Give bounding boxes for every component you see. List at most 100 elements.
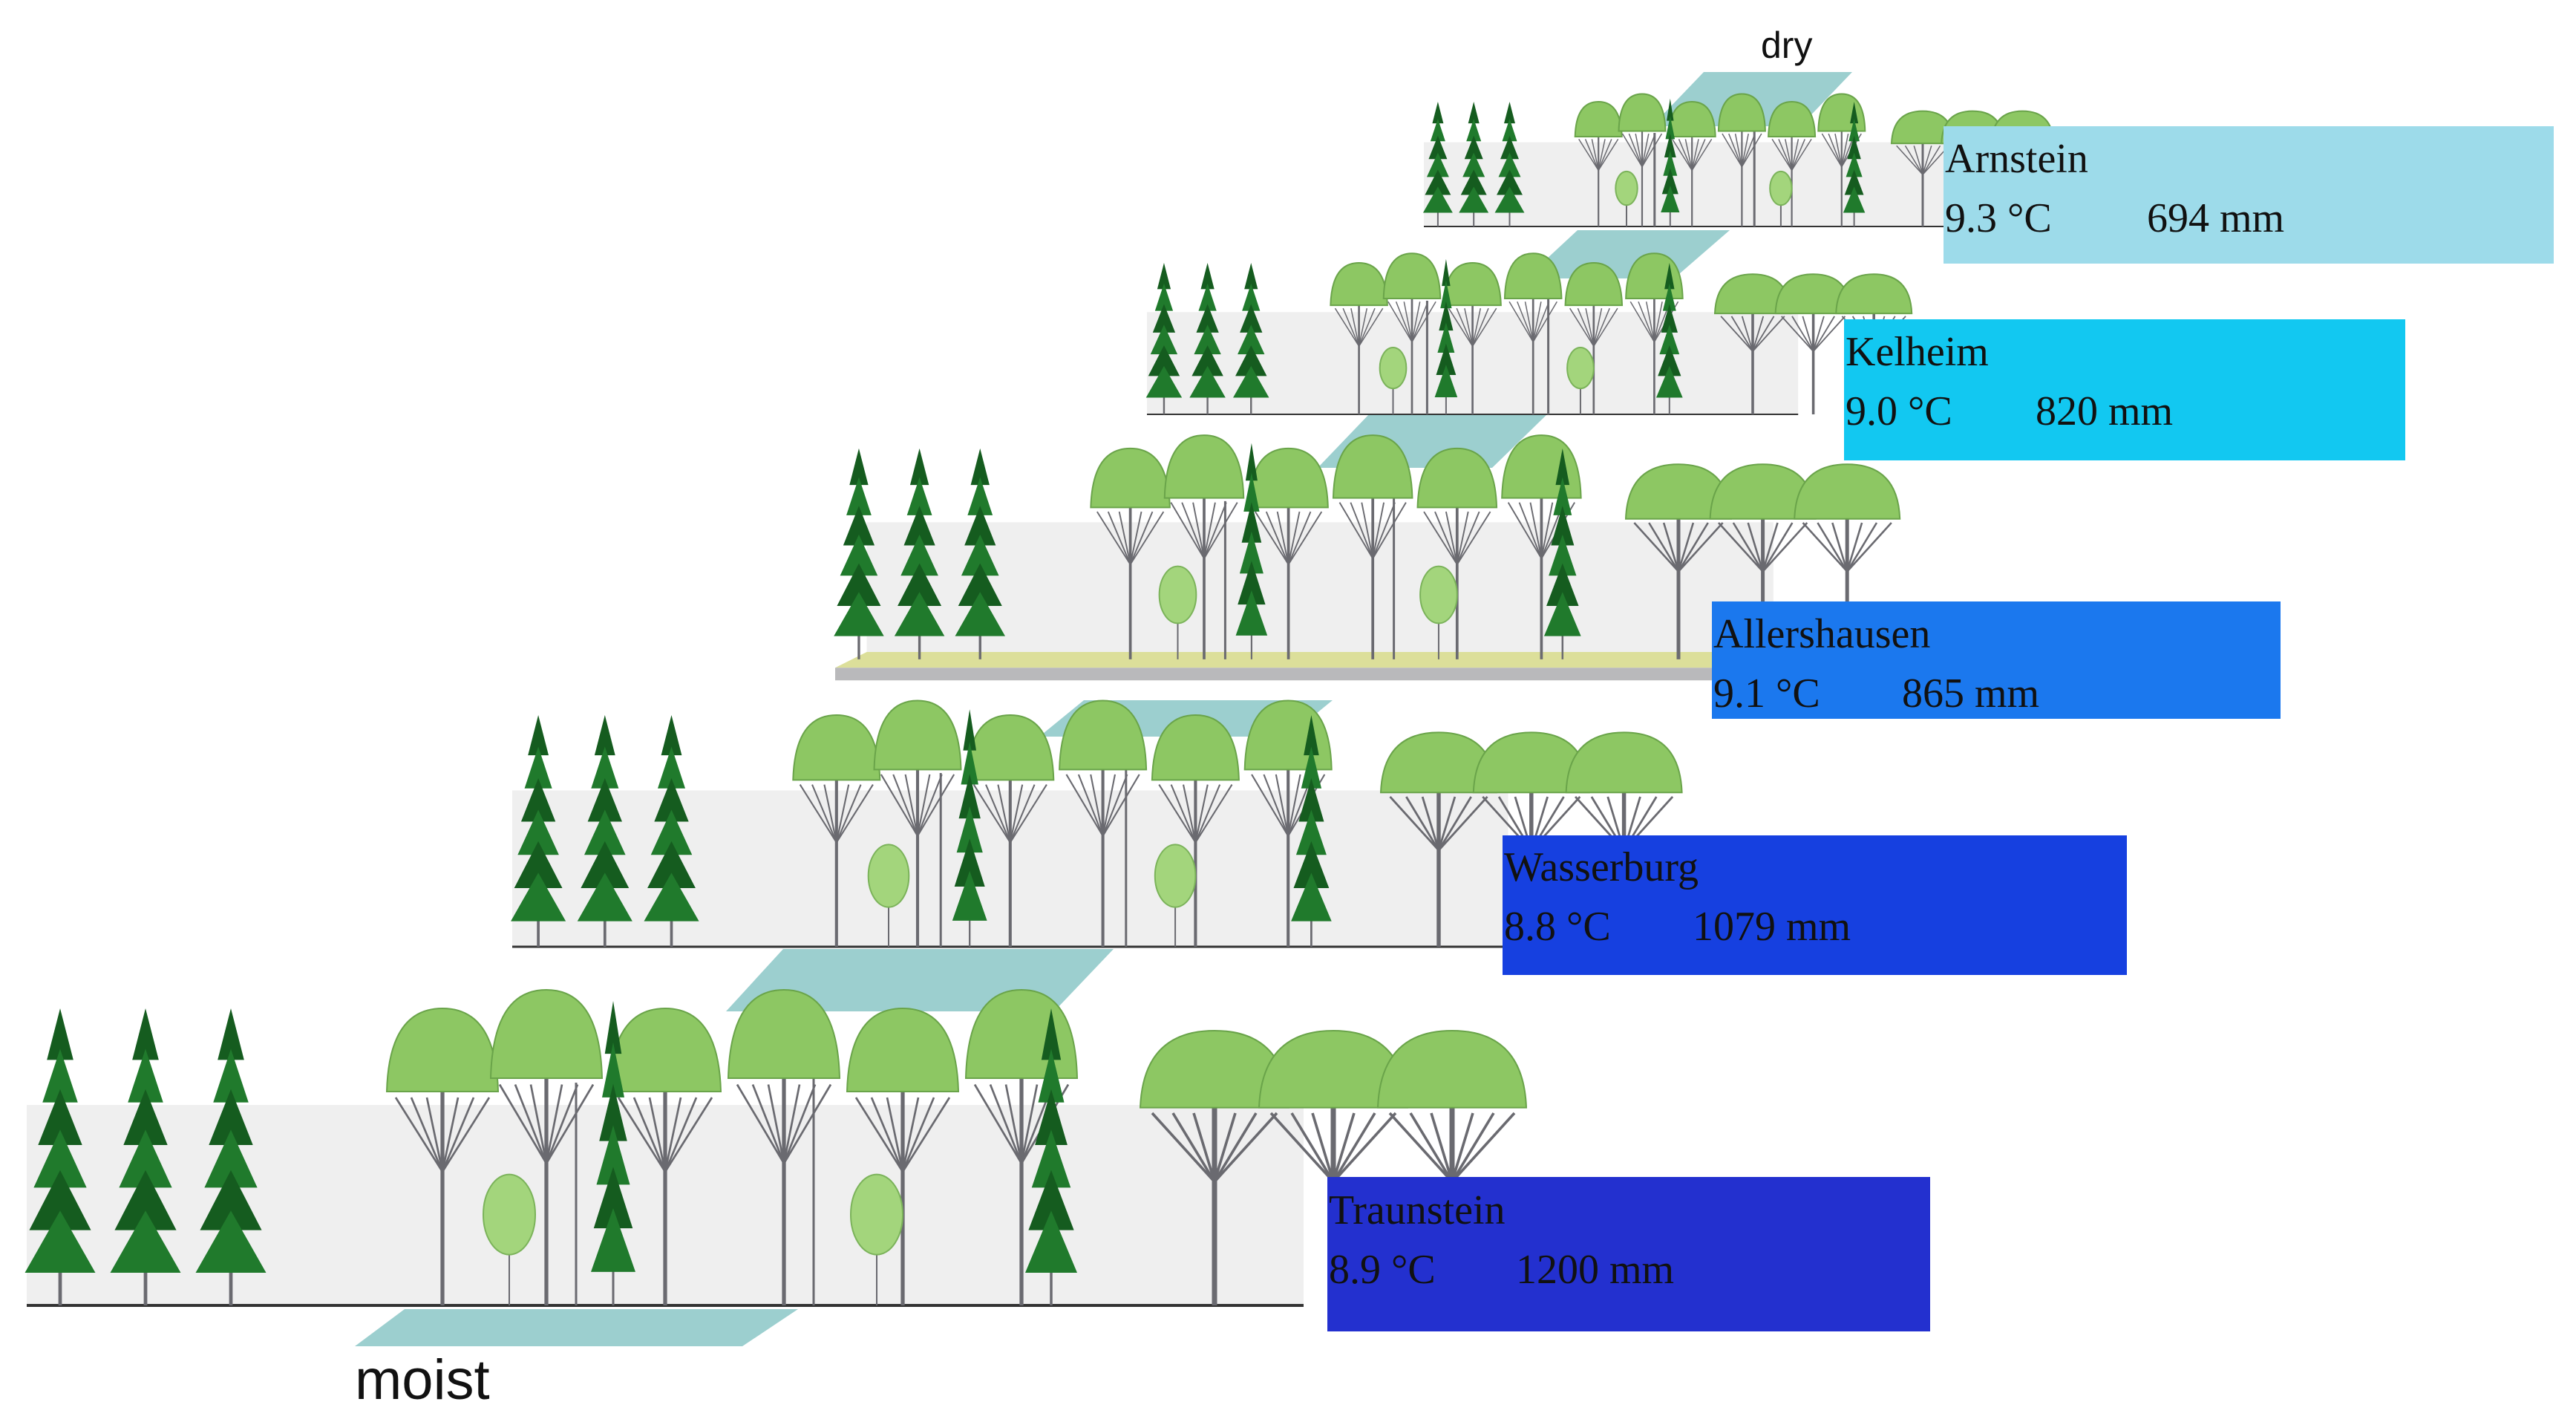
conifer-tree	[591, 1001, 635, 1305]
site-name: Kelheim	[1846, 329, 1989, 375]
conifer-tree	[1189, 263, 1226, 414]
site-temperature: 9.3 °C	[1945, 195, 2052, 241]
dry-label: dry	[1761, 25, 1813, 66]
sapling-tree	[483, 1173, 536, 1305]
forest-floor-base	[835, 668, 1742, 681]
gradient-step-5	[355, 1309, 798, 1346]
site-name: Allershausen	[1713, 611, 1931, 657]
forest-floor	[835, 651, 1774, 668]
sapling-tree	[1379, 347, 1408, 414]
broadleaf-tree	[1890, 110, 1955, 226]
conifer-tree	[1655, 263, 1683, 414]
site-precipitation: 820 mm	[2036, 388, 2174, 434]
site-name: Wasserburg	[1504, 844, 1699, 890]
site-precipitation: 694 mm	[2147, 195, 2285, 241]
broadleaf-tree	[1717, 93, 1766, 226]
conifer-tree	[1843, 102, 1866, 226]
forest-panels	[24, 93, 2055, 1307]
broadleaf-tree	[1151, 714, 1240, 947]
broadleaf-tree	[727, 988, 841, 1305]
forest-panel-wasserburg	[511, 699, 1683, 948]
site-boxes	[1327, 126, 2554, 1331]
site-temperature: 8.8 °C	[1504, 904, 1611, 950]
broadleaf-tree	[1713, 273, 1792, 414]
conifer-tree	[1422, 102, 1453, 226]
sapling-tree	[1419, 565, 1458, 659]
conifer-tree	[1434, 258, 1458, 414]
conifer-tree	[644, 715, 699, 947]
site-label-arnstein: Arnstein 9.3 °C 694 mm	[1945, 138, 2576, 242]
conifer-tree	[24, 1008, 96, 1305]
site-precipitation: 865 mm	[1902, 671, 2040, 717]
broadleaf-tree	[1667, 100, 1716, 226]
broadleaf-tree	[873, 699, 962, 947]
forest-panel-allershausen	[834, 434, 1901, 681]
site-label-kelheim: Kelheim 9.0 °C 820 mm	[1846, 331, 2514, 435]
conifer-tree	[1233, 263, 1269, 414]
broadleaf-tree	[1376, 1029, 1528, 1305]
sapling-tree	[1566, 347, 1595, 414]
broadleaf-tree	[1059, 699, 1148, 947]
conifer-tree	[110, 1008, 181, 1305]
conifer-tree	[1235, 443, 1268, 659]
broadleaf-tree	[792, 714, 881, 947]
conifer-tree	[1494, 102, 1525, 226]
broadleaf-tree	[1382, 252, 1442, 414]
conifer-tree	[955, 448, 1005, 659]
conifer-tree	[1661, 98, 1680, 226]
sapling-tree	[1615, 170, 1638, 226]
site-box-kelheim	[1844, 319, 2405, 460]
broadleaf-tree	[1139, 1029, 1290, 1305]
conifer-tree	[1459, 102, 1489, 226]
broadleaf-tree	[846, 1007, 960, 1305]
conifer-tree	[1291, 715, 1332, 947]
sapling-tree	[850, 1173, 903, 1305]
conifer-tree	[952, 709, 987, 947]
site-label-allershausen: Allershausen 9.1 °C 865 mm	[1713, 613, 2278, 717]
broadleaf-tree	[1163, 434, 1245, 659]
conifer-tree	[1145, 263, 1183, 414]
conifer-tree	[511, 715, 566, 947]
gradient-step-1	[1526, 230, 1730, 278]
conifer-tree	[1543, 448, 1581, 659]
broadleaf-tree	[1416, 447, 1498, 659]
sapling-tree	[867, 844, 910, 947]
forest-panel-kelheim	[1145, 252, 1913, 416]
broadleaf-tree	[1709, 463, 1817, 659]
broadleaf-tree	[1618, 93, 1667, 226]
site-temperature: 8.9 °C	[1329, 1247, 1436, 1293]
broadleaf-tree	[385, 1007, 500, 1305]
site-box-arnstein	[1944, 126, 2554, 264]
panel-band	[866, 522, 1774, 652]
site-box-allershausen	[1712, 601, 2281, 719]
conifer-tree	[894, 448, 945, 659]
site-temperature: 9.1 °C	[1713, 671, 1820, 717]
broadleaf-tree	[1332, 434, 1413, 659]
conifer-tree	[834, 448, 884, 659]
site-label-traunstein: Traunstein 8.9 °C 1200 mm	[1329, 1190, 1923, 1294]
broadleaf-tree	[1794, 463, 1901, 659]
site-precipitation: 1079 mm	[1693, 904, 1851, 950]
broadleaf-tree	[1330, 261, 1388, 414]
broadleaf-tree	[1564, 261, 1624, 414]
site-label-wasserburg: Wasserburg 8.8 °C 1079 mm	[1504, 847, 2128, 950]
broadleaf-tree	[1379, 731, 1498, 947]
conifer-tree	[577, 715, 632, 947]
sapling-tree	[1769, 170, 1793, 226]
site-box-wasserburg	[1503, 835, 2127, 975]
moist-label: moist	[355, 1348, 490, 1412]
sapling-tree	[1154, 844, 1197, 947]
conifer-tree	[1025, 1008, 1077, 1305]
sapling-tree	[1158, 565, 1197, 659]
broadleaf-tree	[1624, 463, 1733, 659]
site-precipitation: 1200 mm	[1516, 1247, 1675, 1293]
broadleaf-tree	[1574, 100, 1623, 226]
broadleaf-tree	[1768, 100, 1817, 226]
site-name: Arnstein	[1945, 136, 2088, 182]
broadleaf-tree	[1248, 447, 1329, 659]
forest-panel-arnstein	[1422, 93, 2055, 227]
broadleaf-tree	[489, 988, 604, 1305]
broadleaf-tree	[608, 1007, 722, 1305]
site-temperature: 9.0 °C	[1846, 388, 1952, 434]
